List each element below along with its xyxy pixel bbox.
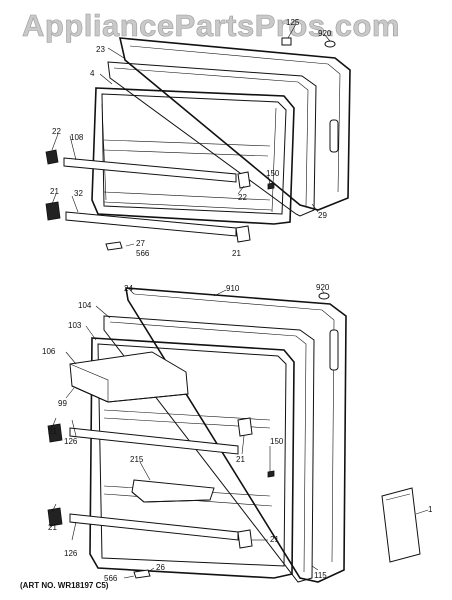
part-27-clip — [105, 241, 123, 251]
door-bin-215 — [131, 479, 215, 503]
callout-27: 27 — [136, 239, 145, 248]
part-26-clip — [133, 569, 151, 579]
fresh-food-door-handle-slot — [329, 329, 339, 371]
fresh-food-door-liner — [89, 337, 295, 579]
callout-106: 106 — [42, 347, 56, 356]
callout-910: 910 — [226, 284, 240, 293]
callout-920-bottom: 920 — [316, 283, 330, 292]
callout-115: 115 — [314, 571, 327, 580]
fresh-food-door-assembly — [47, 287, 421, 583]
freezer-shelf-bar-lower — [65, 211, 237, 237]
callout-126-lower: 126 — [64, 549, 78, 558]
callout-920-top: 920 — [318, 29, 332, 38]
callout-21-right-lower: 21 — [270, 535, 279, 544]
part-920-bottom — [318, 292, 330, 300]
callout-126-upper: 126 — [64, 437, 78, 446]
callout-125: 125 — [286, 18, 300, 27]
fresh-food-shelf-bar-lower — [69, 513, 239, 541]
callout-21-top: 21 — [50, 187, 59, 196]
callout-22-upper: 22 — [52, 127, 61, 136]
dairy-compartment-door — [69, 351, 189, 403]
fresh-food-bracket-left-lower — [47, 507, 63, 527]
callout-24: 24 — [124, 284, 133, 293]
part-1-panel — [381, 487, 421, 563]
callout-150-top: 150 — [266, 169, 280, 178]
callout-22-lower: 22 — [238, 193, 247, 202]
freezer-door-assembly — [45, 37, 351, 251]
freezer-outer-door — [118, 37, 351, 211]
callout-4: 4 — [90, 69, 95, 78]
callout-29: 29 — [318, 211, 327, 220]
callout-26: 26 — [156, 563, 165, 572]
freezer-door-handle-slot — [329, 119, 339, 153]
callout-1: 1 — [428, 505, 433, 514]
callout-99: 99 — [58, 399, 67, 408]
freezer-gasket — [107, 61, 317, 217]
callout-32: 32 — [74, 189, 83, 198]
fresh-food-gasket — [103, 315, 315, 583]
freezer-shelf-bar-upper — [63, 157, 237, 183]
fresh-food-shelf-bar-upper — [69, 427, 239, 455]
callout-21-top-right: 21 — [232, 249, 241, 258]
fresh-food-bracket-left-upper — [47, 423, 63, 443]
art-number: (ART NO. WR18197 C5) — [20, 581, 109, 590]
freezer-shelf-bracket-22 — [45, 149, 59, 165]
callout-215: 215 — [130, 455, 144, 464]
callout-104: 104 — [78, 301, 92, 310]
fresh-food-outer-door — [125, 287, 347, 583]
callout-21-right-upper: 21 — [236, 455, 245, 464]
part-920-top — [324, 40, 336, 48]
callout-21-left-lower: 21 — [48, 523, 57, 532]
callout-103: 103 — [68, 321, 82, 330]
callout-150-bottom: 150 — [270, 437, 284, 446]
callout-566-bottom: 566 — [104, 574, 118, 583]
callout-23: 23 — [96, 45, 105, 54]
callout-21-left-upper: 21 — [48, 427, 57, 436]
freezer-door-liner — [91, 87, 295, 225]
callout-108: 108 — [70, 133, 84, 142]
callout-566-top: 566 — [136, 249, 150, 258]
freezer-shelf-bracket-21 — [45, 201, 61, 221]
part-125 — [281, 37, 292, 46]
